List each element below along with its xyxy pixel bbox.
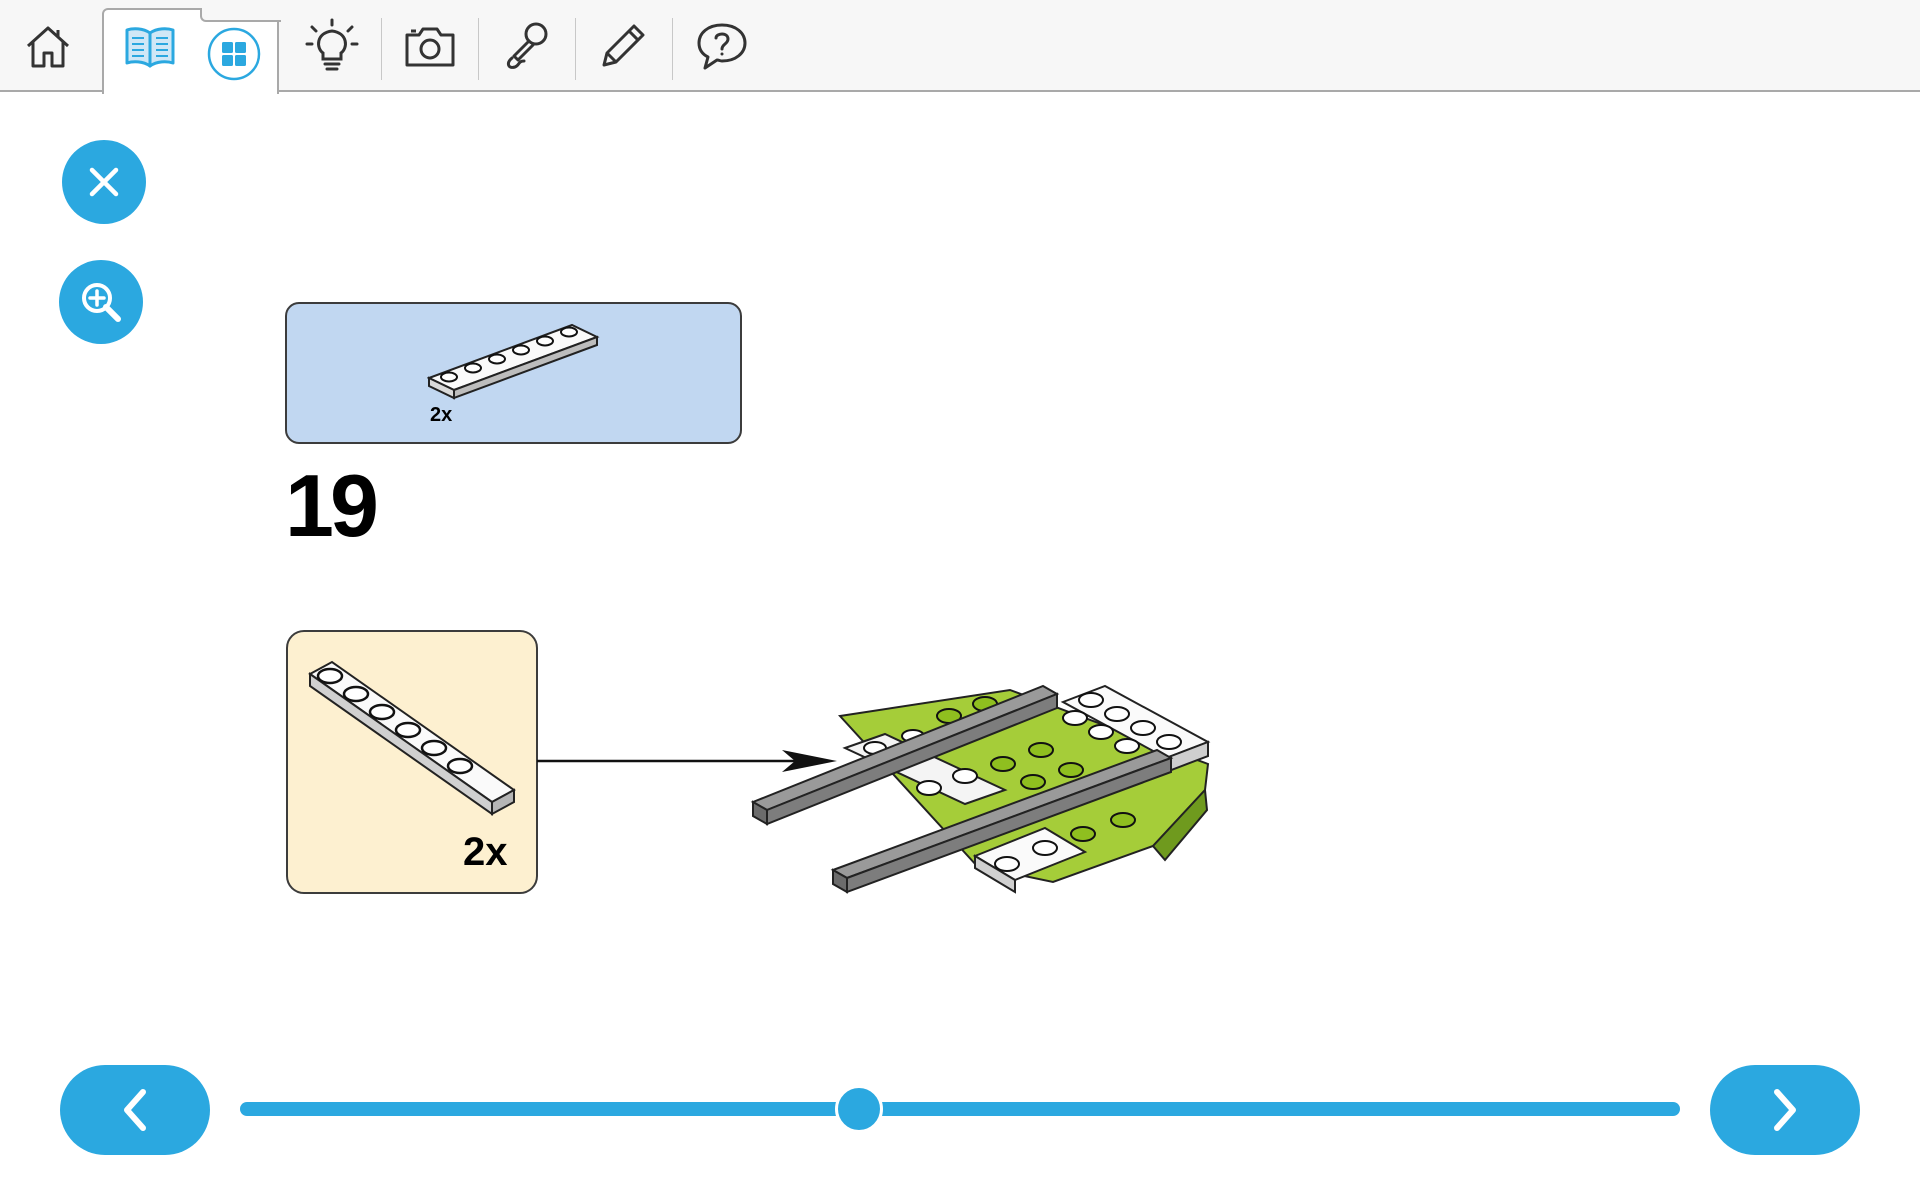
parts-quantity: 2x xyxy=(430,404,453,426)
help-button[interactable] xyxy=(686,12,758,80)
top-toolbar xyxy=(0,0,1920,94)
white-plate-1x6-image xyxy=(427,323,600,400)
step-progress-thumb[interactable] xyxy=(835,1085,884,1133)
chevron-right-icon xyxy=(1774,1089,1796,1131)
camera-icon xyxy=(405,27,455,67)
previous-step-button[interactable] xyxy=(60,1065,210,1155)
zoom-in-icon xyxy=(82,283,121,322)
microphone-icon xyxy=(506,22,548,69)
chevron-left-icon xyxy=(124,1089,146,1131)
camera-button[interactable] xyxy=(394,12,466,80)
step-progress-slider[interactable] xyxy=(240,1102,1680,1116)
ideas-button[interactable] xyxy=(296,12,368,80)
edit-button[interactable] xyxy=(587,12,659,80)
pencil-icon xyxy=(602,24,645,67)
parts-needed-panel: 2x xyxy=(285,302,742,444)
record-button[interactable] xyxy=(491,12,563,80)
callout-quantity: 2x xyxy=(463,830,508,874)
lightbulb-icon xyxy=(305,18,359,71)
help-speech-icon xyxy=(697,23,747,70)
home-icon xyxy=(26,26,70,68)
home-button[interactable] xyxy=(12,12,84,80)
grid-view-button[interactable] xyxy=(198,20,270,88)
placement-arrow xyxy=(537,750,837,772)
grid-view-icon xyxy=(207,27,261,81)
close-icon xyxy=(89,167,119,197)
callout-plate-image xyxy=(308,660,516,816)
next-step-button[interactable] xyxy=(1710,1065,1860,1155)
zoom-in-button[interactable] xyxy=(59,260,143,344)
instructions-book-icon xyxy=(125,27,175,68)
instructions-button[interactable] xyxy=(114,12,186,80)
step-callout-panel: 2x xyxy=(286,630,538,894)
step-number: 19 xyxy=(285,456,379,555)
model-assembly-image xyxy=(750,684,1211,894)
close-button[interactable] xyxy=(62,140,146,224)
